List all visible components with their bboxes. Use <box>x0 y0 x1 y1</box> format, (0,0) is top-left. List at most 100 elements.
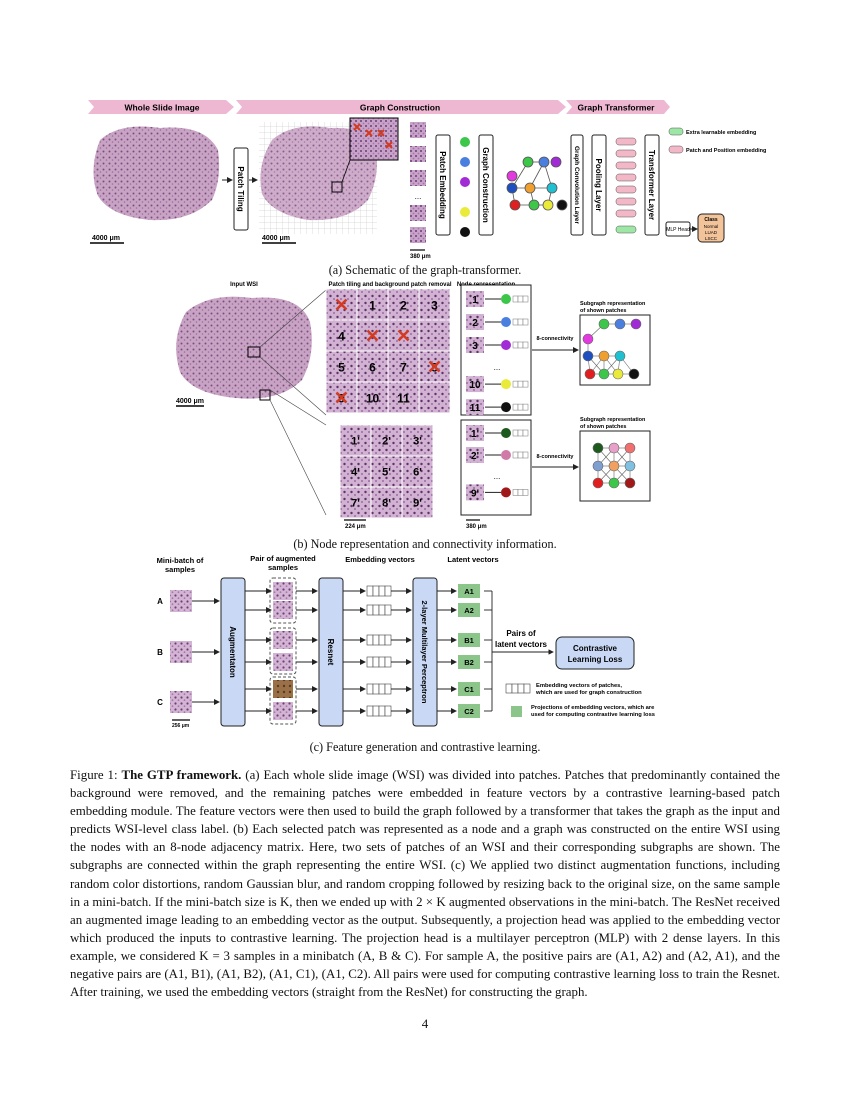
patch-number: 8' <box>382 498 391 510</box>
embedding-cell <box>384 705 392 717</box>
latent-box <box>458 633 480 647</box>
banner-graph-transformer <box>566 100 670 114</box>
node-number: 9' <box>471 488 479 499</box>
node-number: 2 <box>472 318 478 329</box>
sample-patch <box>170 691 192 713</box>
embedding-cell <box>366 634 374 646</box>
node-patch <box>466 484 484 501</box>
scale-380: 380 μm <box>466 524 487 530</box>
embedding-cell <box>384 634 392 646</box>
embedding-cell <box>366 656 374 668</box>
wsi-thumbnail-2 <box>260 126 377 221</box>
patch-embedding-box <box>435 134 451 236</box>
patch-tiling-box <box>233 147 249 231</box>
embedding-vectors <box>343 585 412 717</box>
patch-number: 9' <box>413 498 422 510</box>
graph-construction-label: Graph Construction <box>481 147 490 223</box>
node-vector-cell <box>522 429 529 437</box>
scale-bar-3: 380 μm <box>410 254 431 260</box>
transformer-layer-label: Transformer Layer <box>647 150 656 220</box>
input-wsi-label: Input WSI <box>230 282 258 288</box>
node-vector-cell <box>522 489 529 496</box>
graph-convolution-box <box>570 134 584 236</box>
caption-b: (b) Node representation and connectivity… <box>293 537 557 551</box>
augmented-patch <box>273 582 293 600</box>
mlp-label: 2-layer Multilayer Perceptron <box>420 601 429 704</box>
node-column-a <box>460 137 470 237</box>
graph-construction-box <box>478 134 494 236</box>
embedding-cell <box>372 656 380 668</box>
node-dot <box>501 487 511 498</box>
augmented-pair-box <box>269 676 297 725</box>
patch-number: 7' <box>351 498 360 510</box>
sample-label: C <box>157 698 163 707</box>
latent-label: C1 <box>464 685 474 694</box>
augmented-pairs <box>245 577 318 725</box>
graph-a <box>506 156 568 211</box>
embedding-cell <box>366 604 374 616</box>
legend-embedding-icon <box>505 683 531 694</box>
class-normal: Normal <box>704 224 719 229</box>
patch-number: 1 <box>369 299 376 313</box>
mlp-head-label: MLP Head <box>666 227 690 233</box>
patch-number: 2' <box>382 436 391 448</box>
latent-label: A2 <box>464 606 474 615</box>
class-output-box <box>697 213 725 243</box>
latent-label: B2 <box>464 658 474 667</box>
embedding-cell <box>378 705 386 717</box>
removed-mark <box>366 329 379 342</box>
contrastive-label-1: Contrastive <box>573 644 618 653</box>
col-minibatch-1: Mini-batch of <box>157 556 204 565</box>
patch-number: 7 <box>400 361 407 375</box>
latent-label: A1 <box>464 587 474 596</box>
page-number: 4 <box>421 1016 429 1031</box>
augmented-patch <box>273 702 293 720</box>
embedding-cell <box>384 656 392 668</box>
node-number: 1 <box>472 295 478 306</box>
scale-c: 256 μm <box>172 723 190 729</box>
node-vector-cell <box>522 380 529 388</box>
transformer-layer-box <box>644 134 660 236</box>
node-patch <box>466 399 484 416</box>
subgraph-title-1a: Subgraph representation <box>580 301 646 307</box>
embedding-cell <box>384 604 392 616</box>
augmented-patch <box>273 601 293 619</box>
scale-wsi-b: 4000 μm <box>176 398 204 405</box>
pairs-label-1: Pairs of <box>506 629 536 638</box>
connectivity-label-1: 8-connectivity <box>537 336 575 342</box>
figure-a-graph-transformer-schematic: Whole Slide Image Graph Construction Gra… <box>88 100 766 260</box>
patch-grid-bottom: 1'2'3'4'5'6'7'8'9' <box>339 424 434 519</box>
augmentation-label: Augmentaton <box>228 626 237 678</box>
augmented-patch <box>273 680 293 698</box>
figure-title: The GTP framework. <box>121 768 242 782</box>
node-vector-cell <box>522 295 529 303</box>
graph-convolution-label: Graph Convolution Layer <box>573 146 580 224</box>
embedding-cell <box>372 634 380 646</box>
node-vector-cell <box>522 451 529 459</box>
col-embedding: Embedding vectors <box>345 555 415 564</box>
patch-number: 4 <box>338 330 345 344</box>
mlp-box <box>412 577 438 727</box>
node-patch <box>466 291 484 307</box>
node-dot <box>501 402 511 413</box>
patch-number: 3 <box>431 299 438 313</box>
embedding-cell <box>378 604 386 616</box>
augmented-patch <box>273 653 293 671</box>
pooling-layer-label: Pooling Layer <box>594 159 603 212</box>
sample-patch <box>170 641 192 663</box>
embedding-cell <box>384 585 392 597</box>
embedding-cell <box>378 585 386 597</box>
figure-c-contrastive-learning: Mini-batch of samples Pair of augmented … <box>157 554 655 729</box>
resnet-box <box>318 577 344 727</box>
patch-column <box>410 122 426 243</box>
removed-mark <box>335 298 348 311</box>
figure-b-node-representation: Input WSI Patch tiling and background pa… <box>176 282 651 530</box>
patch-number: 6' <box>413 467 422 479</box>
latent-label: B1 <box>464 636 474 645</box>
patch-grid-top: 1234567891011 <box>325 288 451 414</box>
node-patch <box>466 337 484 353</box>
node-number: 2' <box>471 451 479 462</box>
dots-a-1: ... <box>415 192 422 201</box>
node-dot <box>501 379 511 390</box>
